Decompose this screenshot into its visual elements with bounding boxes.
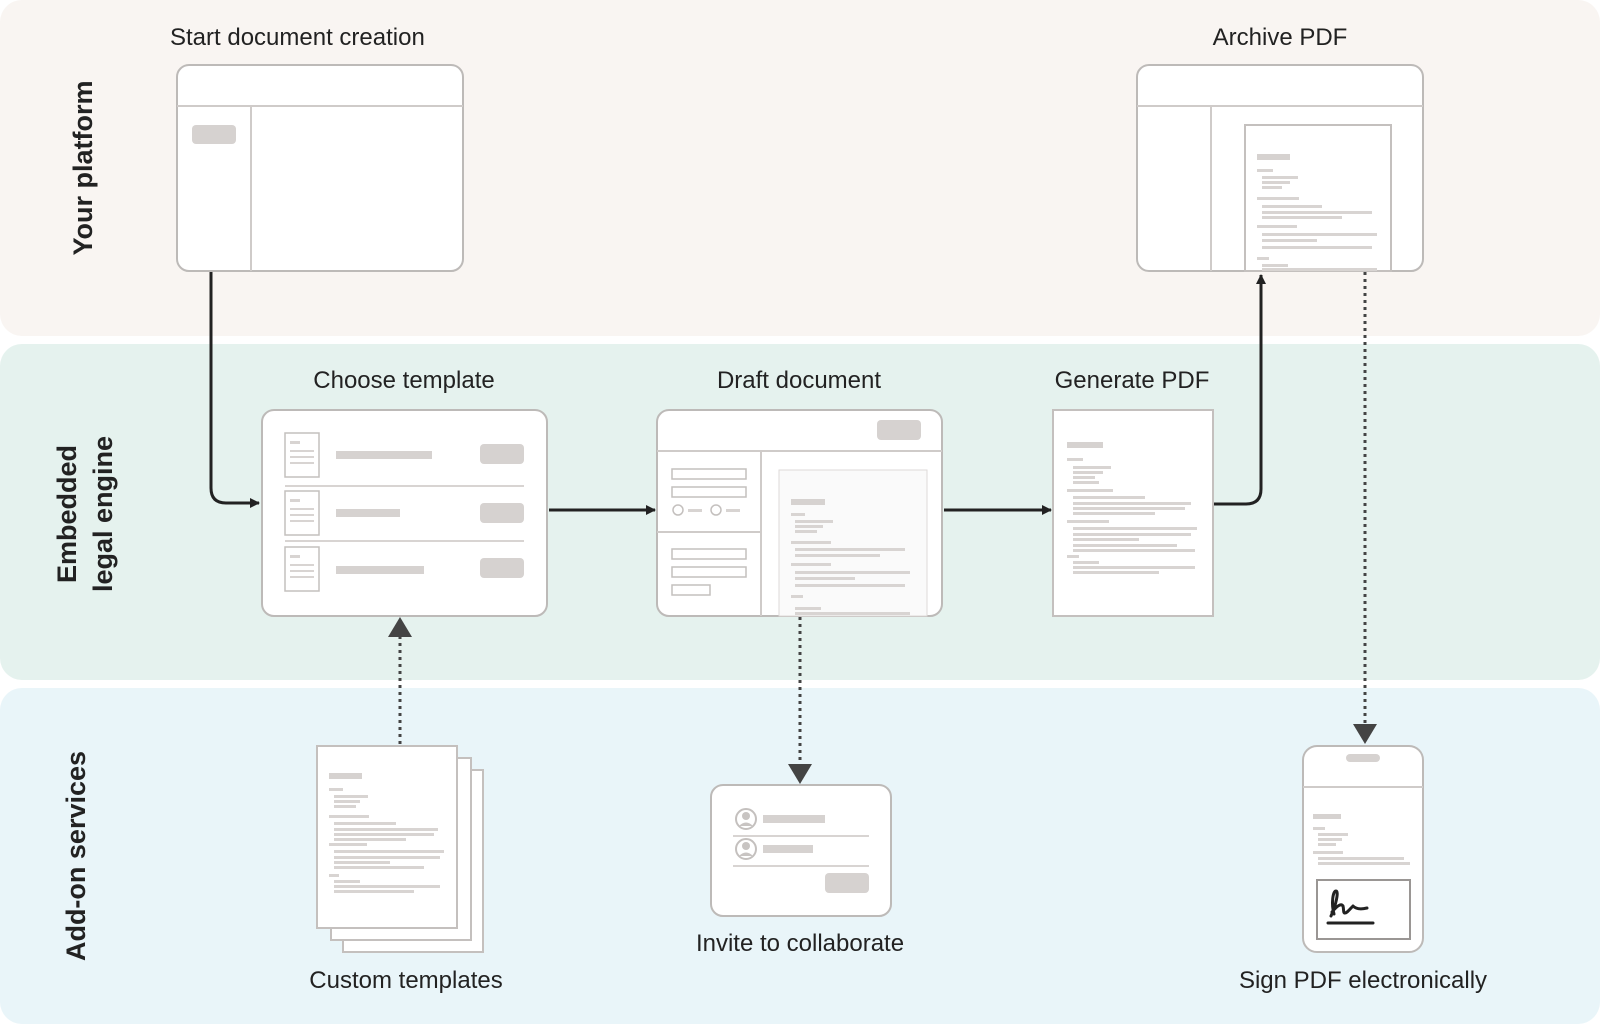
draft-document-illustration: [656, 409, 943, 617]
sign-phone-illustration: [1302, 745, 1424, 953]
archive-window-illustration: [1136, 64, 1424, 272]
custom-templates-illustration: [316, 745, 484, 953]
step-label-archive: Archive PDF: [1212, 24, 1348, 51]
arrow-generate-to-archive: [1214, 274, 1266, 506]
step-label-invite: Invite to collaborate: [695, 930, 905, 957]
arrow-start-to-choose: [209, 272, 260, 508]
step-label-generate: Generate PDF: [1054, 367, 1210, 394]
start-window-illustration: [176, 64, 464, 272]
step-label-sign: Sign PDF electronically: [1238, 967, 1488, 994]
dotted-arrow-archive-to-sign: [1353, 272, 1377, 744]
dotted-arrow-custom-to-choose: [388, 617, 412, 744]
step-label-choose: Choose template: [313, 367, 495, 394]
generate-pdf-illustration: [1052, 409, 1214, 617]
user-avatar-icon: [735, 808, 757, 830]
user-avatar-icon: [735, 838, 757, 860]
dotted-arrow-draft-to-invite: [788, 617, 812, 784]
step-label-start: Start document creation: [170, 24, 425, 51]
choose-template-illustration: [261, 409, 548, 617]
step-label-custom: Custom templates: [309, 967, 503, 994]
invite-card-illustration: [710, 784, 892, 917]
step-label-draft: Draft document: [716, 367, 882, 394]
signature-icon: [1329, 889, 1369, 918]
